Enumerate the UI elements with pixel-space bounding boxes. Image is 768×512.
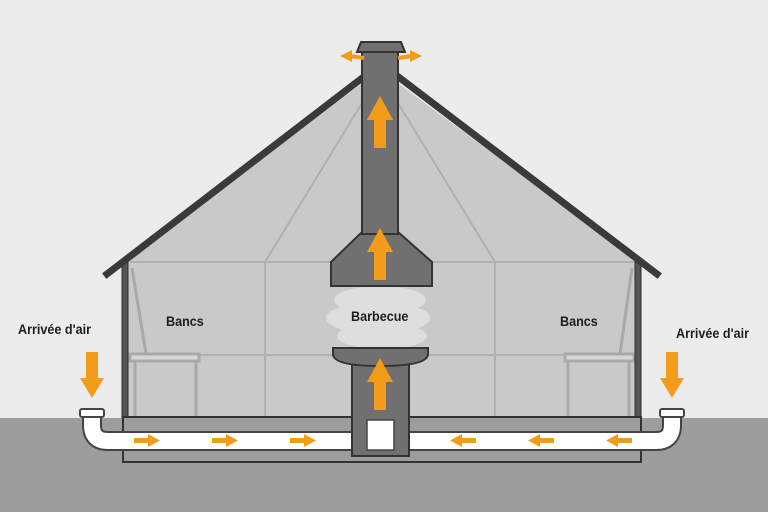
arrow-up-icon — [367, 96, 393, 148]
airflow-arrows — [80, 50, 684, 447]
wall-left — [121, 261, 129, 419]
roof — [102, 67, 662, 279]
air-inlet-label-right: Arrivée d'air — [676, 325, 750, 341]
arrow-up-icon — [367, 358, 393, 410]
chimney-cap — [355, 41, 407, 53]
wall-right — [634, 261, 642, 419]
inlet-cap-left — [79, 408, 105, 418]
air-inlet-label-left: Arrivée d'air — [18, 321, 92, 337]
arrow-right-icon — [212, 434, 238, 447]
bench-right — [563, 267, 636, 416]
benches-label-left: Bancs — [166, 313, 204, 329]
barbecue-label: Barbecue — [351, 308, 409, 324]
arrow-right-icon — [134, 434, 160, 447]
arrow-down-icon — [80, 352, 104, 398]
arrow-down-icon — [660, 352, 684, 398]
benches-label-right: Bancs — [560, 313, 598, 329]
arrow-out-right-icon — [397, 50, 422, 62]
arrow-up-icon — [367, 228, 393, 280]
arrow-left-icon — [528, 434, 554, 447]
arrow-left-icon — [450, 434, 476, 447]
inlet-cap-right — [659, 408, 685, 418]
pipe-junction — [366, 419, 395, 451]
arrow-left-icon — [606, 434, 632, 447]
arrow-out-left-icon — [340, 50, 365, 62]
smoke-cloud — [326, 286, 430, 349]
arrow-right-icon — [290, 434, 316, 447]
bench-left — [128, 267, 201, 416]
